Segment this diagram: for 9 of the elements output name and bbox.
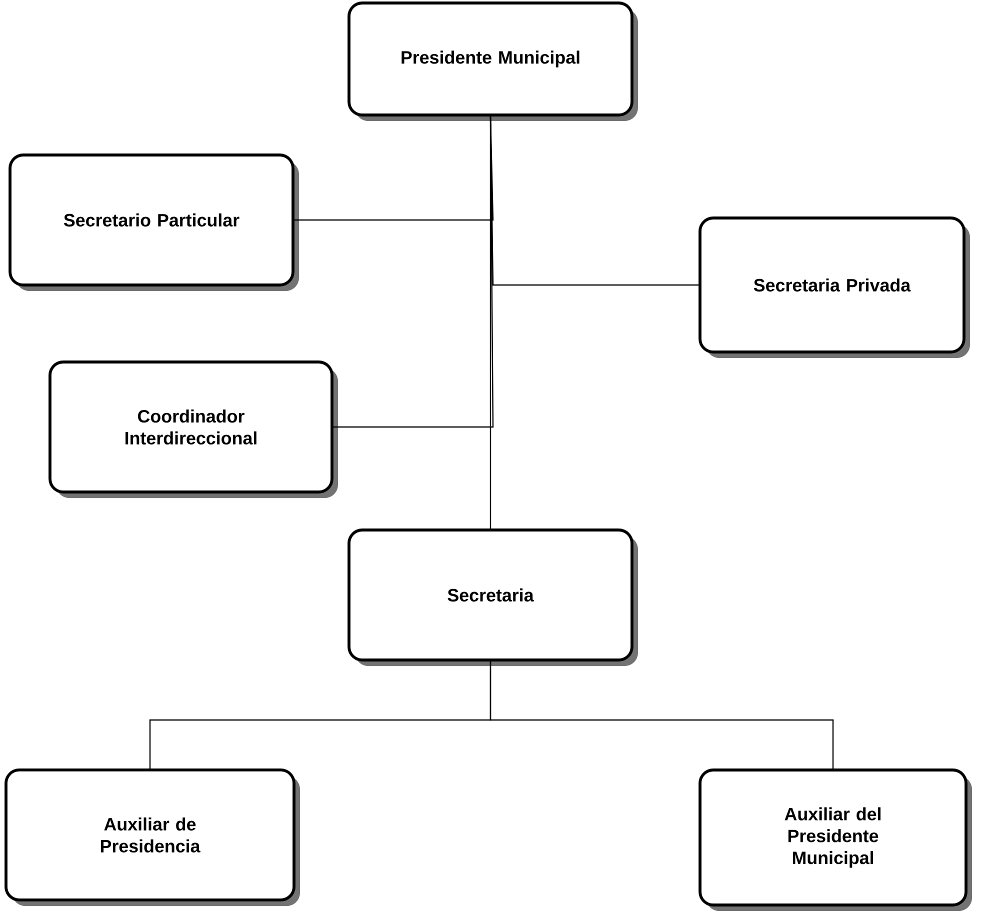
org-box: Coordinador Interdireccional	[48, 360, 338, 498]
org-box: Presidente Municipal	[348, 2, 638, 122]
org-box: Secretaria Privada	[698, 216, 970, 358]
connector-line	[490, 661, 834, 769]
connector-line	[490, 116, 492, 529]
org-box: Auxiliar del Presidente Municipal	[698, 768, 972, 912]
org-box: Secretaria	[348, 528, 638, 666]
org-box: Auxiliar de Presidencia	[4, 768, 300, 906]
org-box: Secretario Particular	[8, 154, 299, 292]
